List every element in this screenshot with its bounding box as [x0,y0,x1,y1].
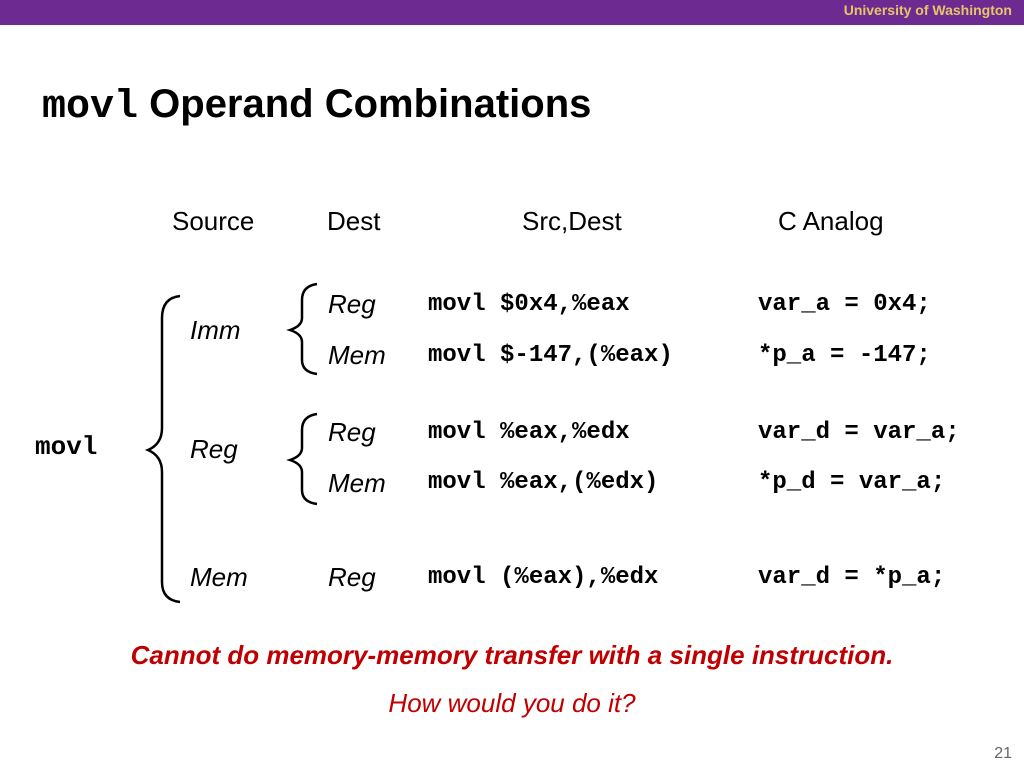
title-code: movl [42,85,139,130]
header-bar: University of Washington [0,0,1024,25]
large-brace [144,294,181,604]
title-text: Operand Combinations [149,82,592,126]
dest-label: Mem [328,340,386,370]
imm-brace [286,282,318,376]
dest-label: Reg [328,562,376,592]
dest-label: Reg [328,417,376,447]
instruction-code: movl $0x4,%eax [428,291,630,318]
slide-title: movl Operand Combinations [42,82,591,130]
c-analog-code: var_d = *p_a; [758,564,946,591]
source-reg: Reg [190,434,238,464]
instruction-code: movl $-147,(%eax) [428,342,673,369]
institution-name: University of Washington [843,2,1012,18]
dest-label: Mem [328,468,386,498]
column-header-c-analog: C Analog [778,206,884,236]
source-imm: Imm [190,315,241,345]
source-mem: Mem [190,562,248,592]
c-analog-code: var_a = 0x4; [758,291,931,318]
column-header-dest: Dest [327,206,381,236]
question-note: How would you do it? [388,688,636,718]
c-analog-code: var_d = var_a; [758,419,960,446]
c-analog-code: *p_a = -147; [758,342,931,369]
instruction-code: movl (%eax),%edx [428,564,659,591]
instruction-code: movl %eax,%edx [428,419,630,446]
root-instruction: movl [35,432,98,462]
column-header-src-dest: Src,Dest [522,206,622,236]
page-number: 21 [994,745,1012,762]
c-analog-code: *p_d = var_a; [758,469,946,496]
instruction-code: movl %eax,(%edx) [428,469,659,496]
warning-note: Cannot do memory-memory transfer with a … [130,640,894,670]
reg-brace [286,412,318,506]
column-header-source: Source [172,206,255,236]
dest-label: Reg [328,289,376,319]
